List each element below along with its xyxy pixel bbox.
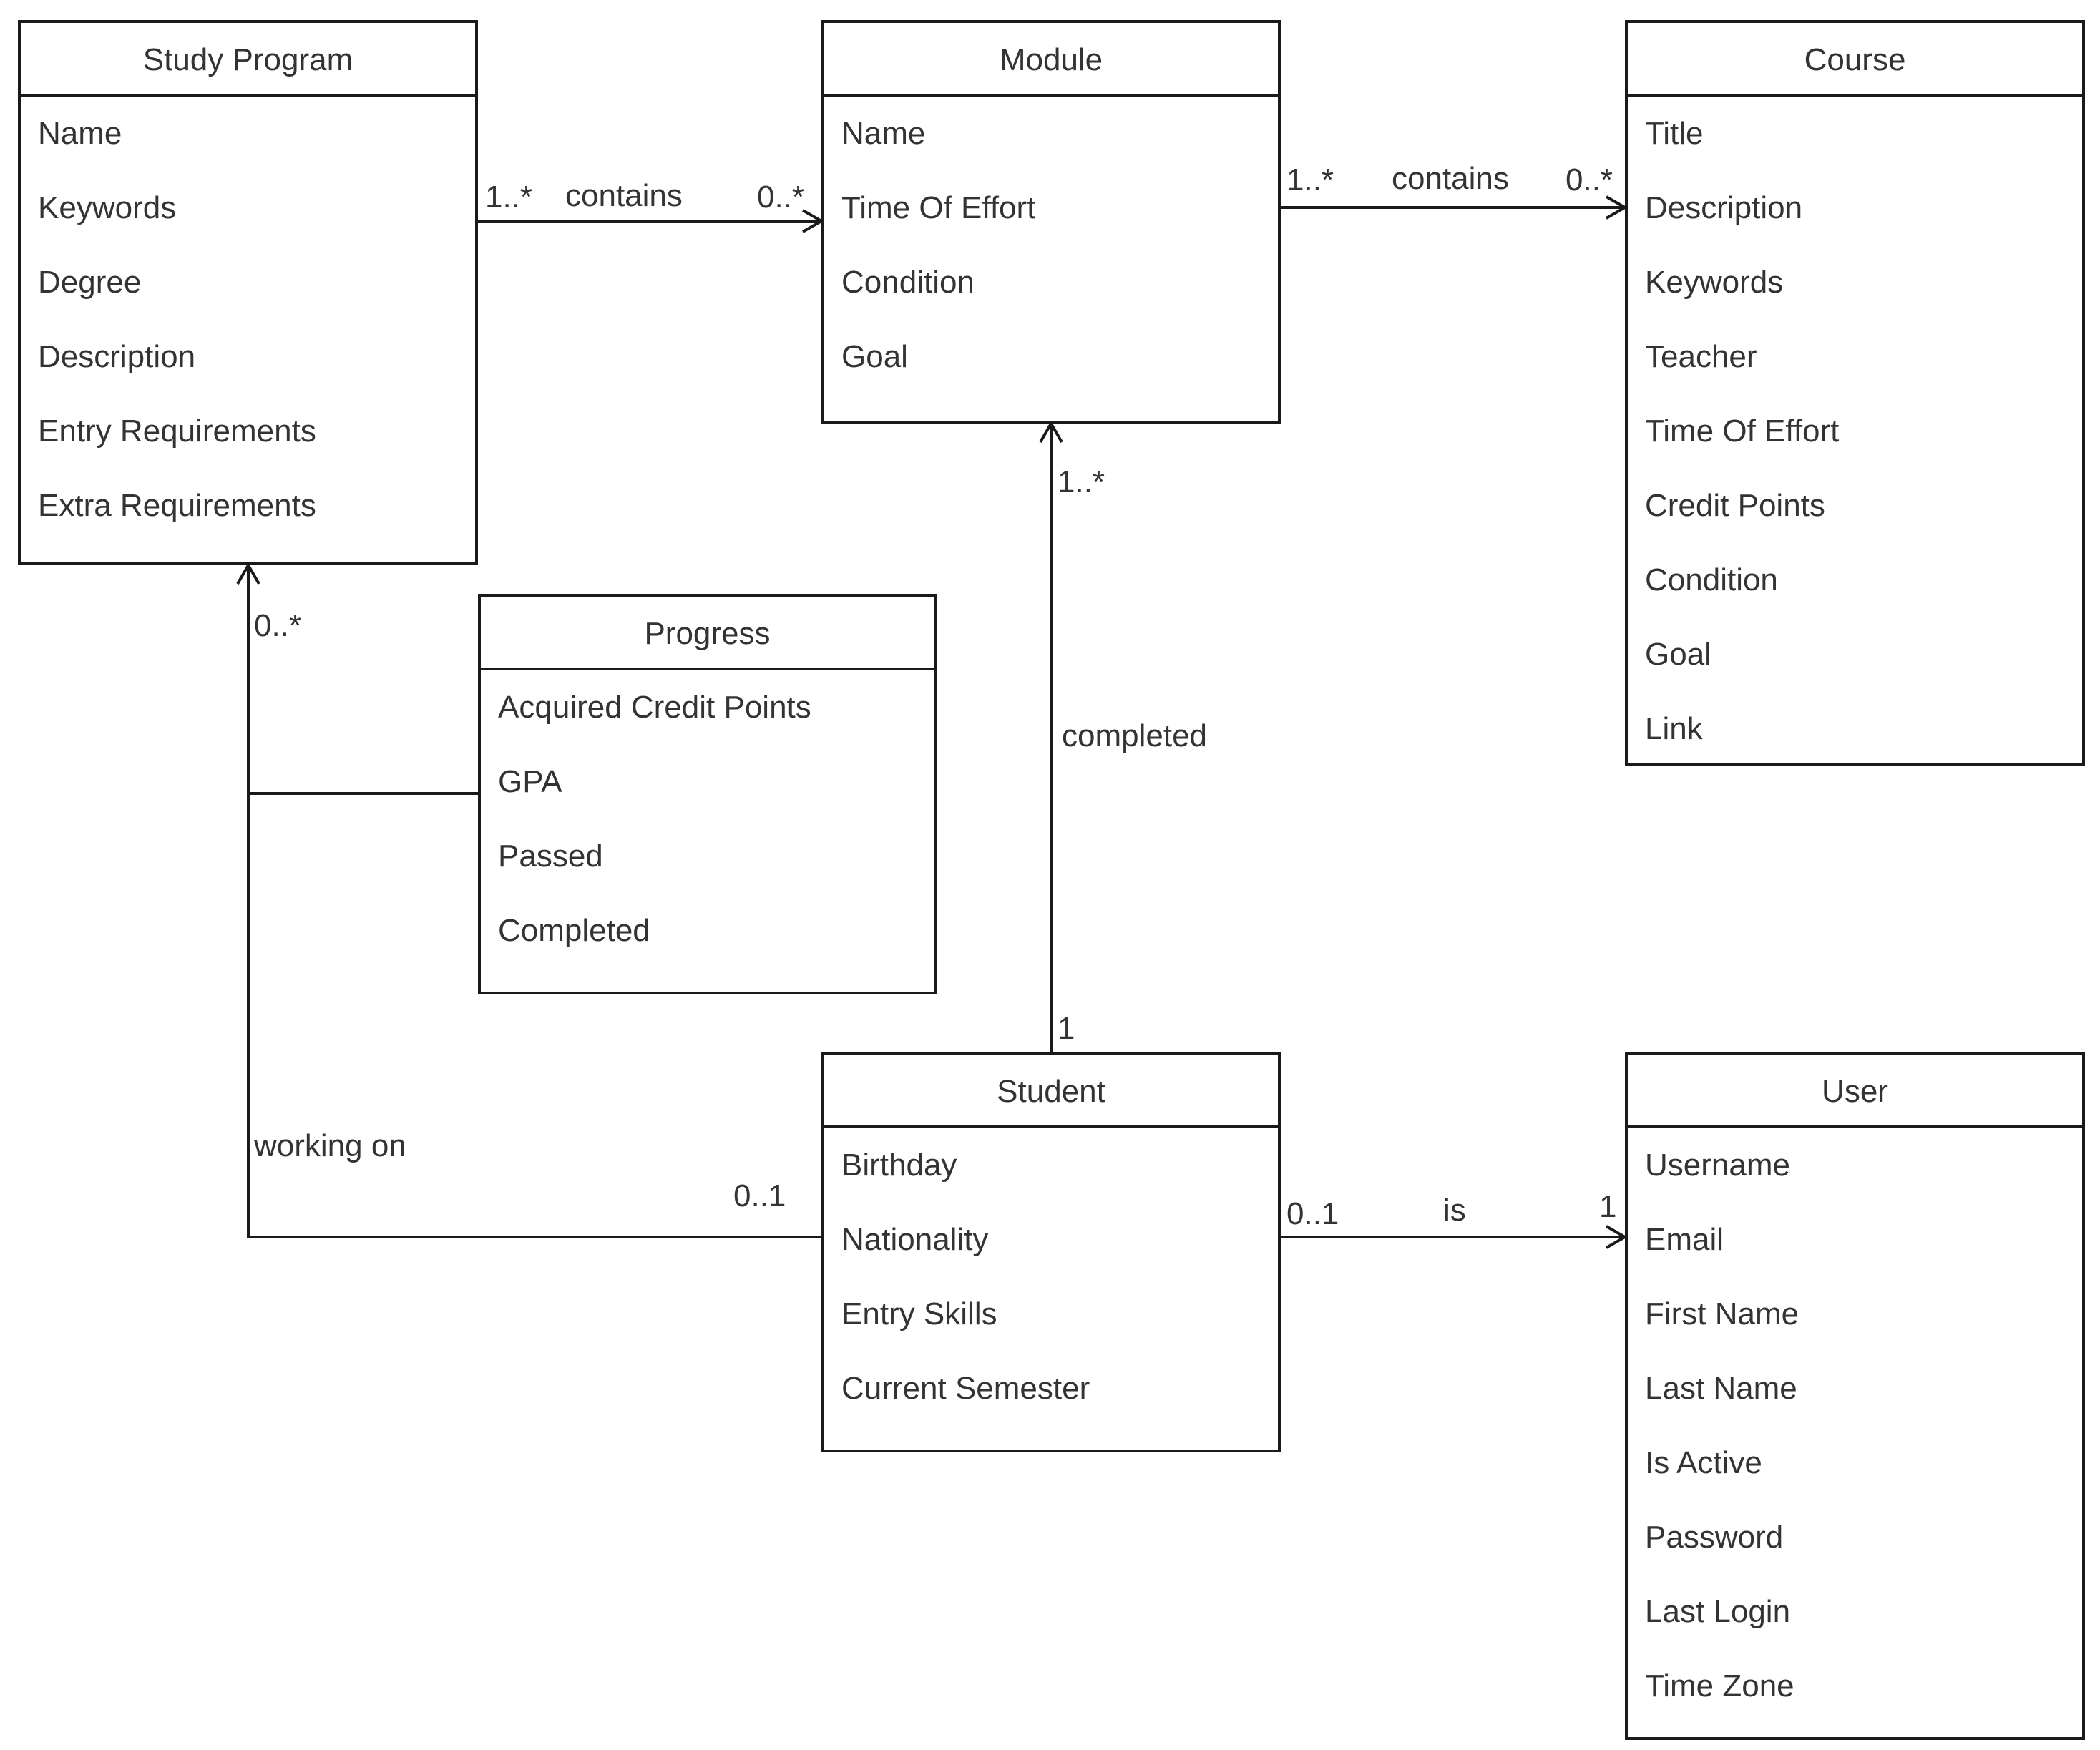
attribute: Username (1645, 1148, 1790, 1183)
class-user: User Username Email First Name Last Name… (1625, 1052, 2085, 1740)
multiplicity-label: 1..* (1286, 162, 1334, 197)
attribute: Condition (841, 265, 975, 300)
multiplicity-label: 1..* (1058, 464, 1105, 499)
edge-student-program (247, 565, 821, 1238)
attribute: Title (1645, 116, 1704, 151)
attribute: Entry Requirements (38, 414, 316, 449)
attribute: Time Zone (1645, 1668, 1794, 1703)
association-label: contains (565, 178, 683, 213)
multiplicity-label: 0..* (1566, 162, 1613, 197)
attribute: Passed (498, 839, 603, 874)
arrowhead-student-program (236, 562, 260, 585)
attribute: Keywords (1645, 265, 1784, 300)
class-title: Module (824, 23, 1278, 97)
attribute: Birthday (841, 1148, 957, 1183)
attribute: Current Semester (841, 1371, 1090, 1406)
attribute: GPA (498, 764, 562, 799)
attribute: Goal (1645, 637, 1711, 672)
association-label: contains (1392, 161, 1509, 196)
attribute: Goal (841, 339, 908, 374)
attribute: Last Login (1645, 1594, 1791, 1629)
class-module: Module Name Time Of Effort Condition Goa… (821, 20, 1281, 424)
class-student: Student Birthday Nationality Entry Skill… (821, 1052, 1281, 1452)
attribute: Credit Points (1645, 488, 1825, 523)
attribute: Description (38, 339, 196, 374)
attribute: Is Active (1645, 1445, 1762, 1480)
multiplicity-label: 0..* (757, 180, 805, 215)
attribute: Completed (498, 913, 650, 948)
attribute: Link (1645, 711, 1703, 746)
multiplicity-label: 1..* (485, 180, 533, 215)
attribute: Email (1645, 1222, 1724, 1257)
class-title: Student (824, 1055, 1278, 1128)
attribute: Last Name (1645, 1371, 1797, 1406)
class-title: Course (1628, 23, 2082, 97)
attribute: Password (1645, 1520, 1784, 1555)
multiplicity-label: 0..1 (733, 1178, 786, 1213)
attribute: Nationality (841, 1222, 989, 1257)
attribute: Extra Requirements (38, 488, 316, 523)
multiplicity-label: 1 (1058, 1011, 1075, 1046)
attribute: First Name (1645, 1296, 1799, 1331)
attribute: Condition (1645, 562, 1778, 597)
association-label: completed (1062, 718, 1208, 753)
multiplicity-label: 1 (1599, 1189, 1617, 1224)
attribute: Keywords (38, 190, 177, 225)
class-course: Course Title Description Keywords Teache… (1625, 20, 2085, 766)
multiplicity-label: 0..1 (1286, 1196, 1339, 1231)
attribute: Time Of Effort (841, 190, 1036, 225)
multiplicity-label: 0..* (254, 608, 302, 643)
association-label: is (1443, 1193, 1466, 1228)
attribute: Name (841, 116, 926, 151)
class-title: Progress (481, 597, 934, 670)
attribute: Degree (38, 265, 142, 300)
class-title: Study Program (21, 23, 475, 97)
class-study-program: Study Program Name Keywords Degree Descr… (18, 20, 478, 565)
attribute: Entry Skills (841, 1296, 997, 1331)
attribute: Time Of Effort (1645, 414, 1840, 449)
class-title: User (1628, 1055, 2082, 1128)
class-progress: Progress Acquired Credit Points GPA Pass… (478, 594, 937, 994)
attribute: Name (38, 116, 122, 151)
attribute: Acquired Credit Points (498, 690, 811, 725)
attribute: Description (1645, 190, 1803, 225)
attribute: Teacher (1645, 339, 1757, 374)
association-label: working on (254, 1128, 406, 1163)
arrowhead-student-module (1039, 420, 1063, 443)
